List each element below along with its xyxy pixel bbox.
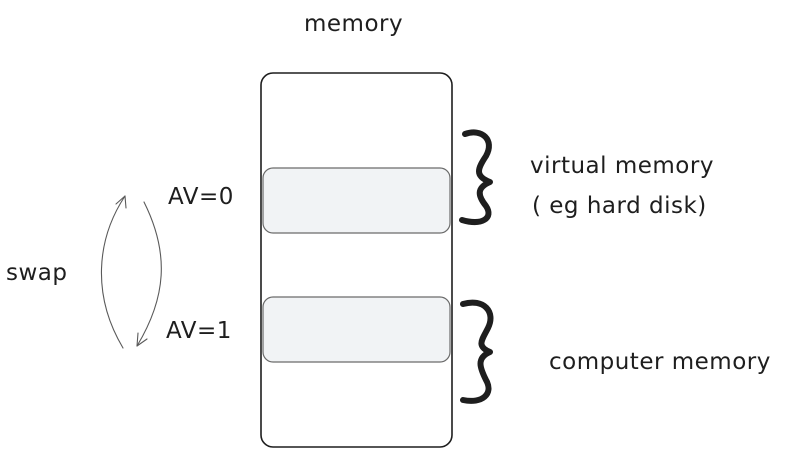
computer-memory-slot (262, 296, 451, 363)
memory-container (260, 72, 453, 448)
computer-memory-label: computer memory (549, 349, 771, 375)
av1-label: AV=1 (166, 318, 232, 344)
virtual-memory-label: virtual memory (530, 153, 714, 179)
swap-arrow-up (100, 195, 126, 349)
av0-label: AV=0 (168, 184, 234, 210)
swap-arrow-down-head (136, 332, 148, 347)
virtual-memory-brace (459, 129, 493, 226)
virtual-memory-slot (262, 167, 451, 234)
computer-memory-brace (460, 299, 494, 404)
diagram-title: memory (304, 11, 404, 37)
virtual-memory-example-label: ( eg hard disk) (532, 193, 707, 219)
swap-label: swap (6, 260, 68, 286)
swap-arrow-down (136, 201, 162, 347)
swap-arrow-up-head (115, 195, 127, 209)
